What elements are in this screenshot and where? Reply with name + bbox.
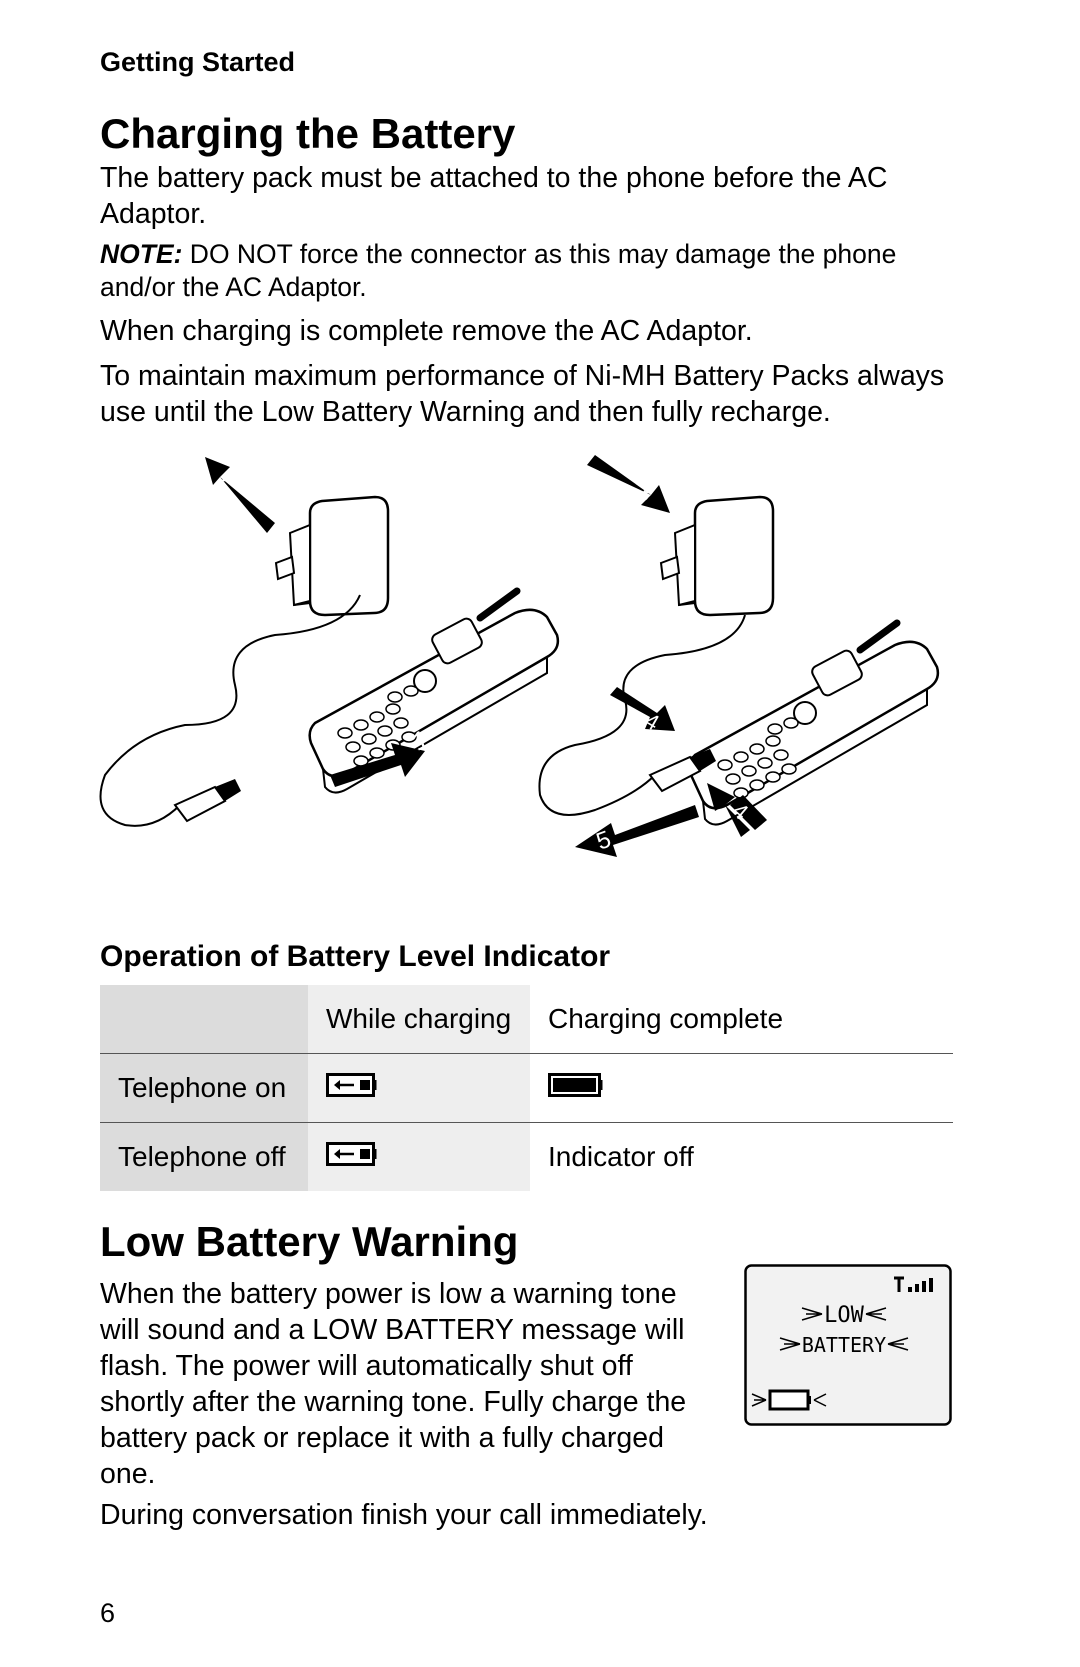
low-battery-text: When the battery power is low a warning … [100, 1278, 687, 1490]
charging-intro: The battery pack must be attached to the… [100, 162, 888, 230]
conversation-text: During conversation finish your call imm… [100, 1499, 708, 1531]
battery-charging-icon [308, 1053, 530, 1123]
table-row: Telephone on [100, 1053, 953, 1123]
charging-title: Charging the Battery [100, 110, 516, 157]
low-battery-display: LOW BATTERY [744, 1264, 952, 1426]
charging-note: NOTE: DO NOT force the connector as this… [100, 238, 960, 304]
header-cell-empty [100, 985, 308, 1054]
table-row: Telephone off Indicator off [100, 1122, 953, 1191]
note-text: DO NOT force the connector as this may d… [100, 239, 897, 302]
indicator-off-text: Indicator off [530, 1122, 953, 1191]
battery-charging-icon [308, 1122, 530, 1191]
table-header-row: While charging Charging complete [100, 985, 953, 1054]
display-low-text: LOW [824, 1303, 864, 1328]
display-battery-text: BATTERY [802, 1333, 886, 1357]
row-label-telephone-off: Telephone off [100, 1122, 308, 1191]
charging-illustration: 1 2 3 4 4 5 [99, 455, 965, 857]
page-number: 6 [100, 1598, 116, 1628]
charging-complete-text: When charging is complete remove the AC … [100, 315, 753, 347]
flash-lines [779, 1307, 909, 1351]
charging-maintain-text: To maintain maximum performance of Ni-MH… [100, 360, 945, 428]
header-cell-charging-complete: Charging complete [530, 985, 953, 1054]
indicator-title: Operation of Battery Level Indicator [100, 940, 611, 973]
battery-indicator-table: While charging Charging complete Telepho… [100, 985, 953, 1191]
header-cell-while-charging: While charging [308, 985, 530, 1054]
row-label-telephone-on: Telephone on [100, 1053, 308, 1123]
signal-icon [894, 1276, 933, 1292]
section-label: Getting Started [100, 47, 296, 77]
battery-full-icon [530, 1053, 953, 1123]
low-battery-title: Low Battery Warning [100, 1218, 519, 1265]
battery-empty-icon [751, 1389, 827, 1411]
note-label: NOTE: [100, 239, 183, 269]
